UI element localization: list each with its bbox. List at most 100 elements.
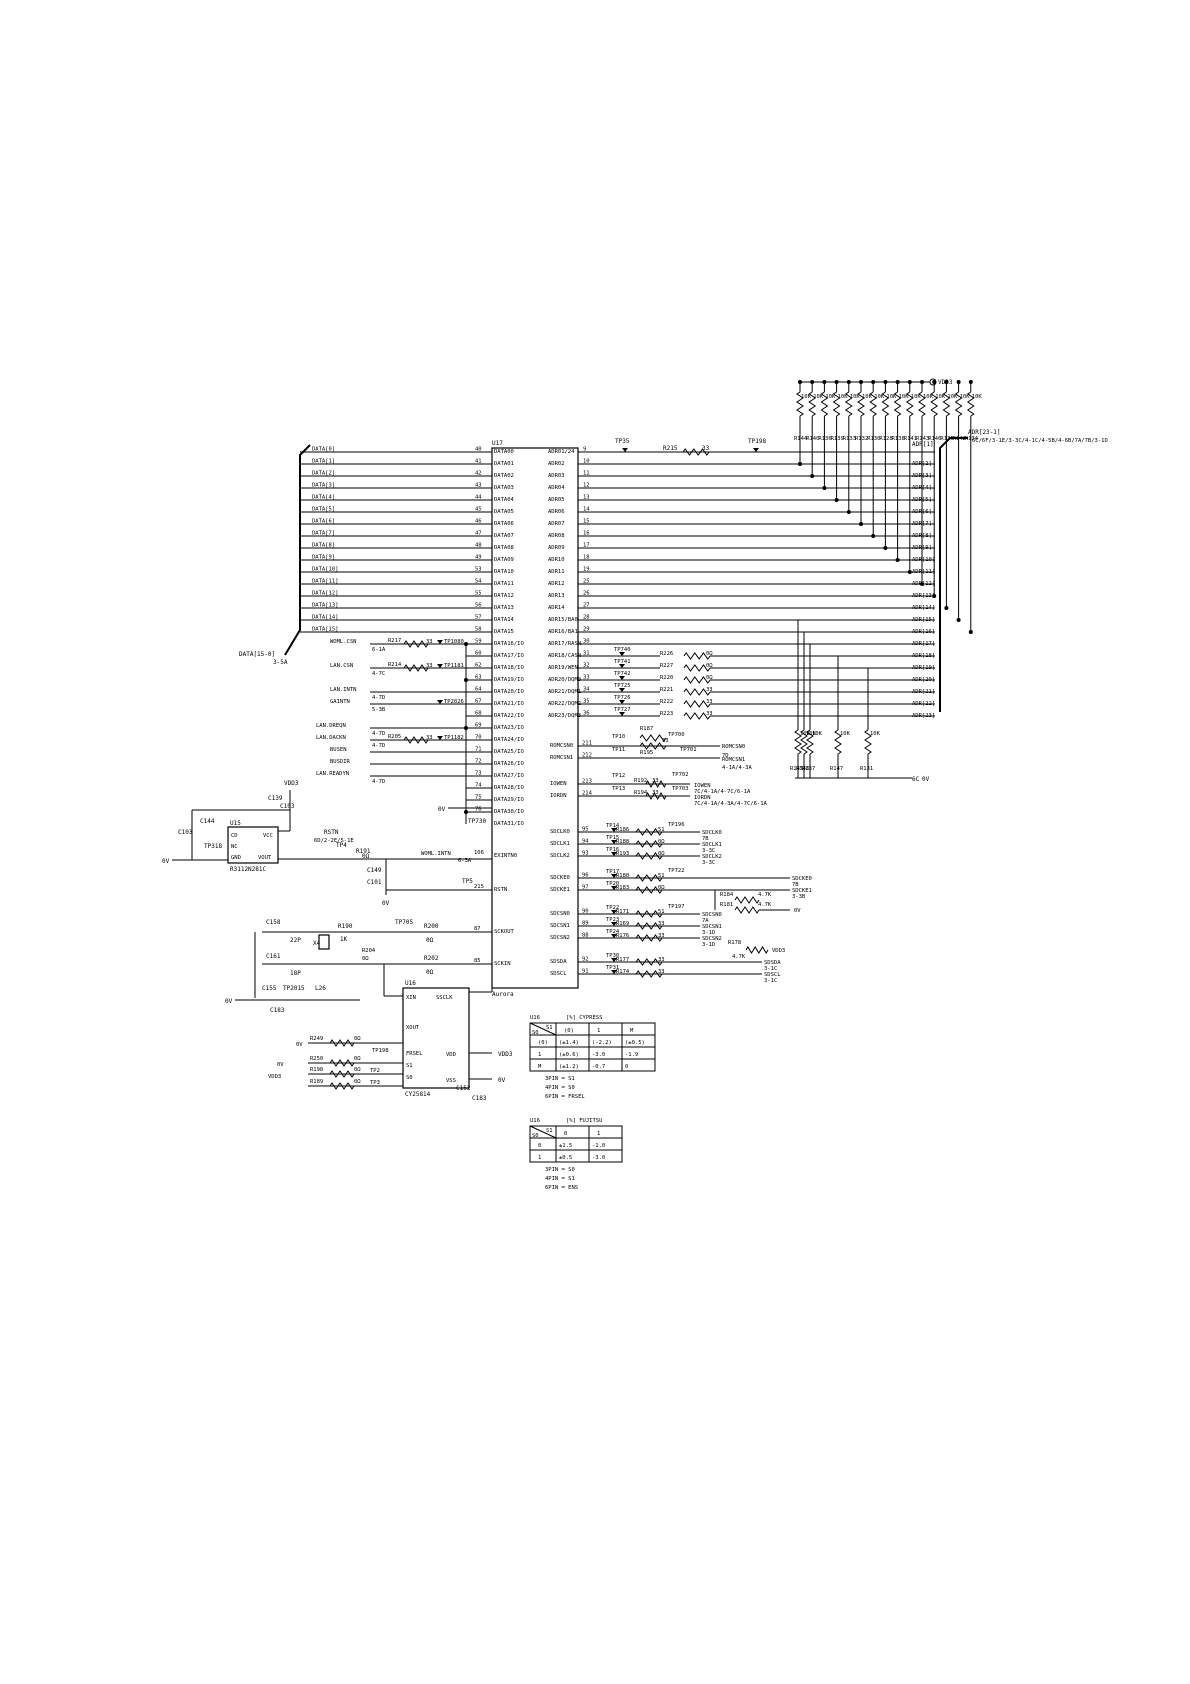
adr-label: ADR[21] xyxy=(912,689,935,695)
r191-val: 0Ω xyxy=(362,853,370,860)
pin-number: 54 xyxy=(475,579,482,585)
pin-name: DATA17/IO xyxy=(494,653,524,659)
sd-res-symbol xyxy=(635,970,663,978)
sd-res-value: 51 xyxy=(658,909,665,915)
pin-name: ADR04 xyxy=(548,485,565,491)
pullup-label: R142 xyxy=(953,436,966,442)
strap-res-label: R189 xyxy=(310,1079,323,1085)
sdcke-0v-label: 0V xyxy=(794,908,801,914)
pin-name: EXINTN0 xyxy=(494,853,517,859)
pullup-label: R144 xyxy=(794,436,808,442)
r181-symbol xyxy=(734,906,760,914)
sd-out-label: SDCKE1 xyxy=(792,888,812,894)
sd-tp-label: TP22 xyxy=(606,905,619,911)
sd-out-ref: 7B xyxy=(792,882,799,888)
table-row-head: 0 xyxy=(538,1143,541,1149)
table-row-head: 1 xyxy=(538,1052,541,1058)
pullup-value: 10K xyxy=(972,394,983,400)
pin-name: DATA28/IO xyxy=(494,785,524,791)
tp702-label: TP702 xyxy=(672,772,689,778)
pin-name: SCKOUT xyxy=(494,929,515,935)
iordn-tp: TP13 xyxy=(612,786,625,792)
sd-out-label: SDCSN0 xyxy=(702,912,722,918)
pin-name: DATA02 xyxy=(494,473,514,479)
pin-number: 94 xyxy=(582,839,589,845)
pin-name: DATA25/IO xyxy=(494,749,524,755)
sd-res-label: R180 xyxy=(616,873,629,879)
strap-res-symbol xyxy=(329,1082,355,1090)
clock-section: C158 22P C161 18P X4 R190 1K TP705 R200 … xyxy=(225,919,492,1014)
pin-number: 211 xyxy=(582,741,592,747)
iowen-tp: TP12 xyxy=(612,773,625,779)
left-signal-name: BUSEN xyxy=(330,747,347,753)
data-signal-label: DATA[6] xyxy=(312,519,335,525)
pulldown-ground-ref: 6C xyxy=(912,776,920,783)
sd-out-ref: 3-3C xyxy=(702,848,715,854)
pin-number: 47 xyxy=(475,531,482,537)
pullup-adr-junction xyxy=(883,546,888,550)
data-signal-label: DATA[11] xyxy=(312,579,339,585)
pin-name: SDSCL xyxy=(550,971,567,977)
romcsn1-ref: 4-1A/4-3A xyxy=(722,765,752,771)
pullup-symbol xyxy=(796,391,804,417)
pin-number: 11 xyxy=(583,471,590,477)
table-corner-top: S1 xyxy=(546,1128,553,1134)
pin-name: ADR11 xyxy=(548,569,565,575)
table-corner-top: S1 xyxy=(546,1025,553,1031)
pulldown-label: R145 xyxy=(790,766,803,772)
table-corner-bottom: S0 xyxy=(532,1133,539,1139)
pin-number: 59 xyxy=(475,639,482,645)
series-res-value: 33 xyxy=(706,687,713,693)
u17-part-name: Aurora xyxy=(492,991,514,998)
data-signal-label: DATA[13] xyxy=(312,603,339,609)
iowen-ref: 7C/4-1A/4-7C/6-1A xyxy=(694,789,751,795)
pullup-label: R139 xyxy=(831,436,844,442)
pin-number: 44 xyxy=(475,495,482,501)
u17-ref: U17 xyxy=(492,440,503,447)
pullup-value: 10K xyxy=(838,394,849,400)
pulldown-value: 10K xyxy=(800,731,811,737)
table-cell: (-2.2) xyxy=(592,1040,612,1046)
sd-tp-marker xyxy=(611,828,617,832)
pin-number: 32 xyxy=(583,663,590,669)
pin-number: 29 xyxy=(583,627,590,633)
pin-name: DATA26/IO xyxy=(494,761,524,767)
data-signal-label: DATA[3] xyxy=(312,483,335,489)
pin-number: 74 xyxy=(475,783,482,789)
table-cell: (±0.6) xyxy=(559,1052,579,1058)
left-signal-name: BUSDIR xyxy=(330,759,351,765)
pin-name: ADR20/DQM0 xyxy=(548,677,581,683)
pin-name: ROMCSN1 xyxy=(550,755,573,761)
sd-tp-marker xyxy=(611,910,617,914)
pin-name: DATA03 xyxy=(494,485,514,491)
tp35-label: TP35 xyxy=(615,438,630,445)
pin-name: DATA05 xyxy=(494,509,514,515)
pulldown-label: R147 xyxy=(830,766,843,772)
left-signal-tp: TP1080 xyxy=(444,639,464,645)
pin-name: DATA16/IO xyxy=(494,641,524,647)
left-signal-name: LAN.CSN xyxy=(330,663,353,669)
pin-number: 95 xyxy=(582,827,589,833)
sd-res-symbol xyxy=(635,934,663,942)
pullup-value: 10K xyxy=(960,394,971,400)
pin-name: DATA01 xyxy=(494,461,514,467)
reset-section: U15 R3112N281C CD NC GND VCC VOUT C144 C… xyxy=(162,780,492,907)
sd-tp-marker xyxy=(611,934,617,938)
r178-symbol xyxy=(745,946,769,954)
pin-name: SDCSN0 xyxy=(550,911,570,917)
adr1-label: ADR[1] xyxy=(912,441,934,448)
r195-symbol xyxy=(639,742,667,750)
pin-name: ADR08 xyxy=(548,533,565,539)
adr-label: ADR[19] xyxy=(912,665,935,671)
adr-label: ADR[23] xyxy=(912,713,935,719)
pin-number: 17 xyxy=(583,543,590,549)
data-signal-label: DATA[15] xyxy=(312,627,339,633)
sd-tp-label: TP20 xyxy=(606,881,619,887)
pin-name: ADR22/DQM2 xyxy=(548,701,581,707)
left-signal-res-value: 33 xyxy=(426,639,433,645)
left-signal-tp-marker xyxy=(437,664,443,668)
pin-number: 34 xyxy=(583,687,590,693)
pin-number: 106 xyxy=(474,850,484,856)
strap-res-label: R198 xyxy=(310,1067,323,1073)
